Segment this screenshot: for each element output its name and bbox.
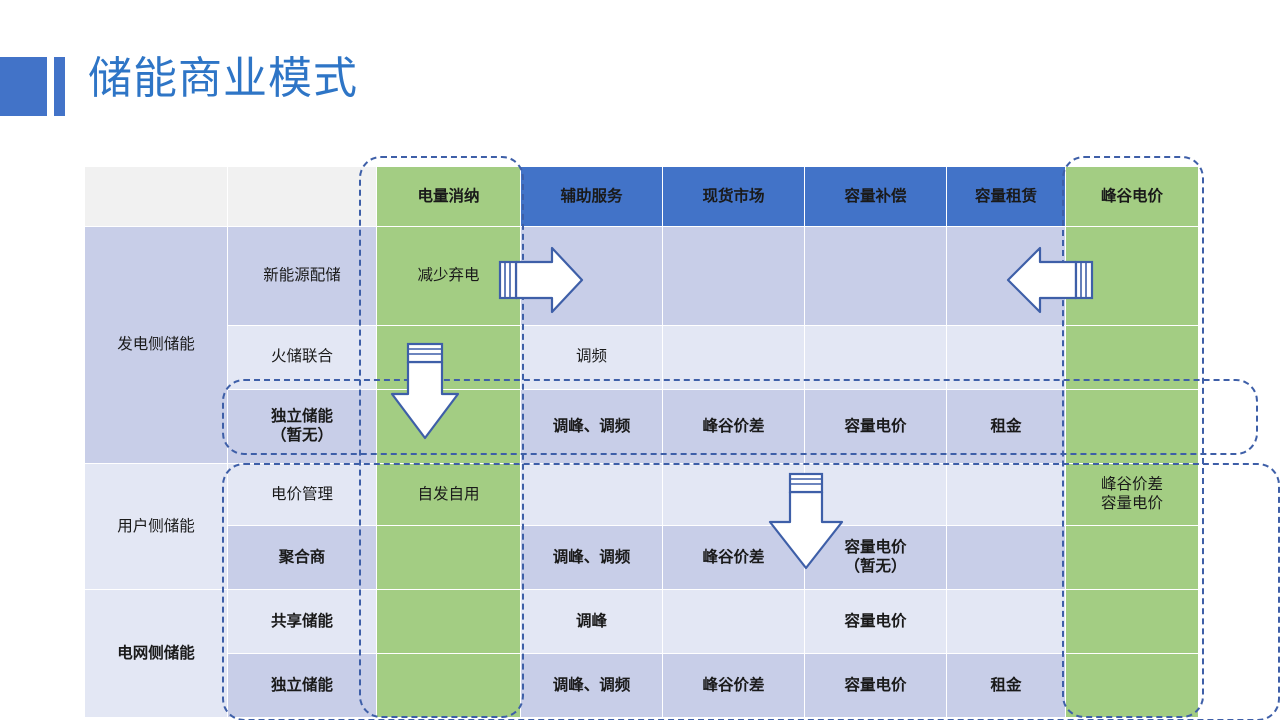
- cell-capcomp-aggregator: 容量电价 （暂无）: [805, 525, 946, 589]
- header-cell-peak: 峰谷电价: [1066, 167, 1198, 226]
- cell-energy-price-mgmt: 自发自用: [377, 463, 520, 525]
- row-label-aggregator: 聚合商: [228, 525, 376, 589]
- cell-capcomp-new-energy: [805, 226, 946, 325]
- cell-peak-aggregator: [1066, 525, 1198, 589]
- table-row: 用户侧储能 电价管理 自发自用 峰谷价差 容量电价: [85, 463, 1198, 589]
- cell-aux-aggregator: 调峰、调频: [521, 525, 662, 589]
- cell-caplease-independent-none: 租金: [947, 389, 1065, 463]
- group-label-user-side: 用户侧储能: [85, 463, 227, 589]
- cell-energy-shared: [377, 589, 520, 653]
- cell-peak-independent: [1066, 653, 1198, 717]
- cell-energy-independent-none: [377, 389, 520, 463]
- matrix-table: 电量消纳 辅助服务 现货市场 容量补偿 容量租赁 峰谷电价 发电侧储能 新能源配…: [84, 166, 1199, 718]
- cell-energy-independent: [377, 653, 520, 717]
- cell-peak-independent-none: [1066, 389, 1198, 463]
- cell-caplease-price-mgmt: [947, 463, 1065, 525]
- cell-aux-price-mgmt: [521, 463, 662, 525]
- cell-aux-thermal: 调频: [521, 325, 662, 389]
- header-cell-spot: 现货市场: [663, 167, 804, 226]
- table-row: 独立储能 调峰、调频 峰谷价差 容量电价 租金: [85, 653, 1198, 717]
- cell-spot-aggregator: 峰谷价差: [663, 525, 804, 589]
- group-label-generation: 发电侧储能: [85, 226, 227, 463]
- table-header-row: 电量消纳 辅助服务 现货市场 容量补偿 容量租赁 峰谷电价: [85, 167, 1198, 226]
- cell-spot-thermal: [663, 325, 804, 389]
- table-row: 独立储能 （暂无） 调峰、调频 峰谷价差 容量电价 租金: [85, 389, 1198, 463]
- cell-spot-shared: [663, 589, 804, 653]
- cell-caplease-aggregator: [947, 525, 1065, 589]
- cell-spot-price-mgmt: [663, 463, 804, 525]
- group-label-grid-side: 电网侧储能: [85, 589, 227, 717]
- cell-caplease-new-energy: [947, 226, 1065, 325]
- cell-capcomp-thermal: [805, 325, 946, 389]
- header-cell-aux: 辅助服务: [521, 167, 662, 226]
- title-accent-bar-wide: [0, 57, 47, 116]
- header-cell-caplease: 容量租赁: [947, 167, 1065, 226]
- cell-caplease-independent: 租金: [947, 653, 1065, 717]
- row-label-new-energy-storage: 新能源配储: [228, 226, 376, 325]
- row-label-thermal-storage: 火储联合: [228, 325, 376, 389]
- business-model-matrix: 电量消纳 辅助服务 现货市场 容量补偿 容量租赁 峰谷电价 发电侧储能 新能源配…: [84, 156, 1280, 720]
- cell-energy-aggregator: [377, 525, 520, 589]
- table-row: 聚合商 调峰、调频 峰谷价差 容量电价 （暂无）: [85, 525, 1198, 589]
- cell-energy-new-energy: 减少弃电: [377, 226, 520, 325]
- cell-peak-new-energy: [1066, 226, 1198, 325]
- cell-spot-independent: 峰谷价差: [663, 653, 804, 717]
- cell-aux-independent: 调峰、调频: [521, 653, 662, 717]
- cell-peak-price-mgmt: 峰谷价差 容量电价: [1066, 463, 1198, 525]
- table-row: 发电侧储能 新能源配储 减少弃电: [85, 226, 1198, 463]
- table-row: 电网侧储能 共享储能 调峰 容量电价: [85, 589, 1198, 717]
- cell-capcomp-independent: 容量电价: [805, 653, 946, 717]
- header-cell-energy: 电量消纳: [377, 167, 520, 226]
- header-cell-sub: [228, 167, 376, 226]
- cell-capcomp-price-mgmt: [805, 463, 946, 525]
- cell-caplease-shared: [947, 589, 1065, 653]
- row-label-price-management: 电价管理: [228, 463, 376, 525]
- cell-aux-shared: 调峰: [521, 589, 662, 653]
- cell-peak-thermal: [1066, 325, 1198, 389]
- row-label-shared-storage: 共享储能: [228, 589, 376, 653]
- header-cell-group: [85, 167, 227, 226]
- cell-spot-independent-none: 峰谷价差: [663, 389, 804, 463]
- cell-aux-new-energy: [521, 226, 662, 325]
- cell-capcomp-independent-none: 容量电价: [805, 389, 946, 463]
- title-accent-bar-narrow: [54, 57, 65, 116]
- row-label-independent-storage: 独立储能: [228, 653, 376, 717]
- table-row: 火储联合 调频: [85, 325, 1198, 389]
- header-cell-capcomp: 容量补偿: [805, 167, 946, 226]
- cell-spot-new-energy: [663, 226, 804, 325]
- page-title: 储能商业模式: [88, 54, 358, 103]
- cell-peak-shared: [1066, 589, 1198, 653]
- row-label-independent-none: 独立储能 （暂无）: [228, 389, 376, 463]
- cell-aux-independent-none: 调峰、调频: [521, 389, 662, 463]
- cell-energy-thermal: [377, 325, 520, 389]
- cell-capcomp-shared: 容量电价: [805, 589, 946, 653]
- cell-caplease-thermal: [947, 325, 1065, 389]
